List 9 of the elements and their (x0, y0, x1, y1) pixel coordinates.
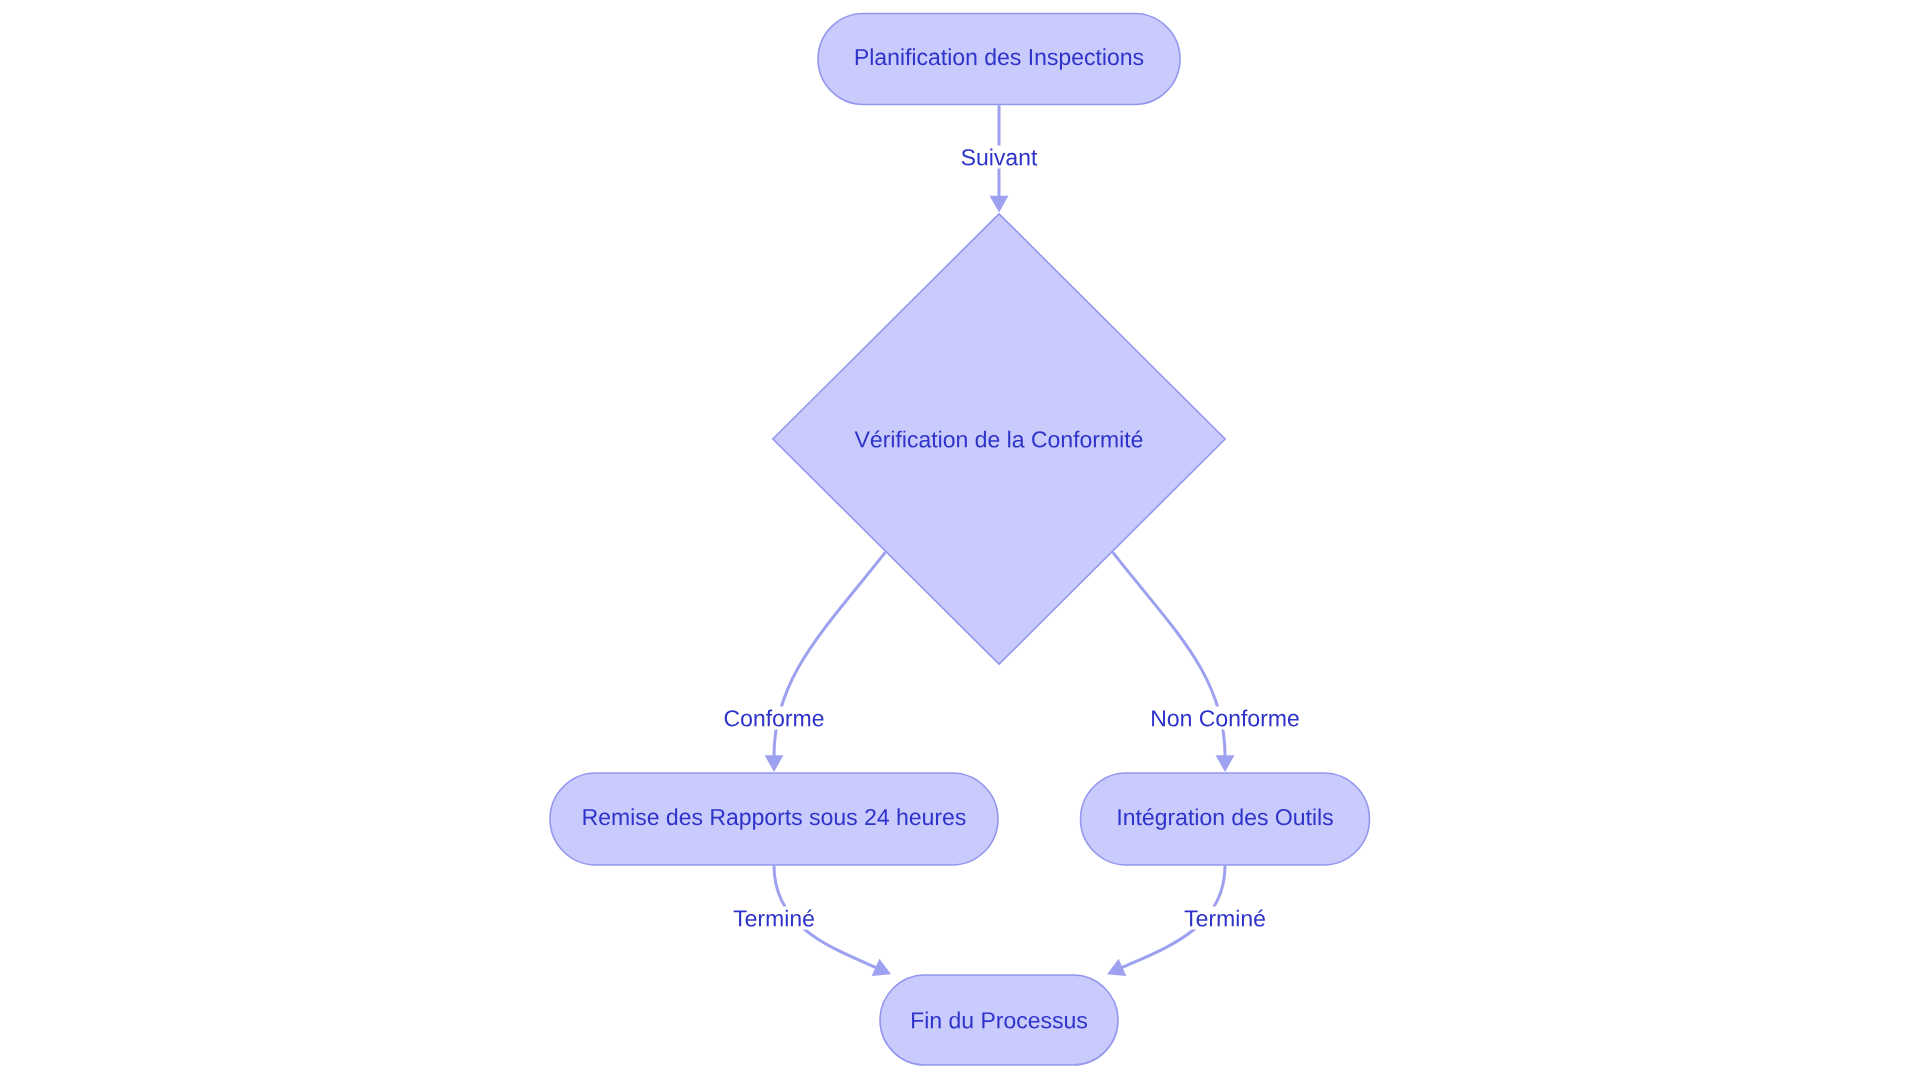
edge-label: Conforme (720, 706, 828, 730)
edge-label: Terminé (730, 906, 818, 930)
process-box: Remise des Rapports sous 24 heures (549, 772, 999, 866)
edge-label: Non Conforme (1147, 706, 1303, 730)
edge-label: Suivant (957, 145, 1041, 169)
process-box: Fin du Processus (879, 974, 1119, 1066)
process-box: Planification des Inspections (817, 12, 1181, 106)
edge-label: Terminé (1181, 906, 1269, 930)
process-box: Intégration des Outils (1079, 772, 1371, 866)
